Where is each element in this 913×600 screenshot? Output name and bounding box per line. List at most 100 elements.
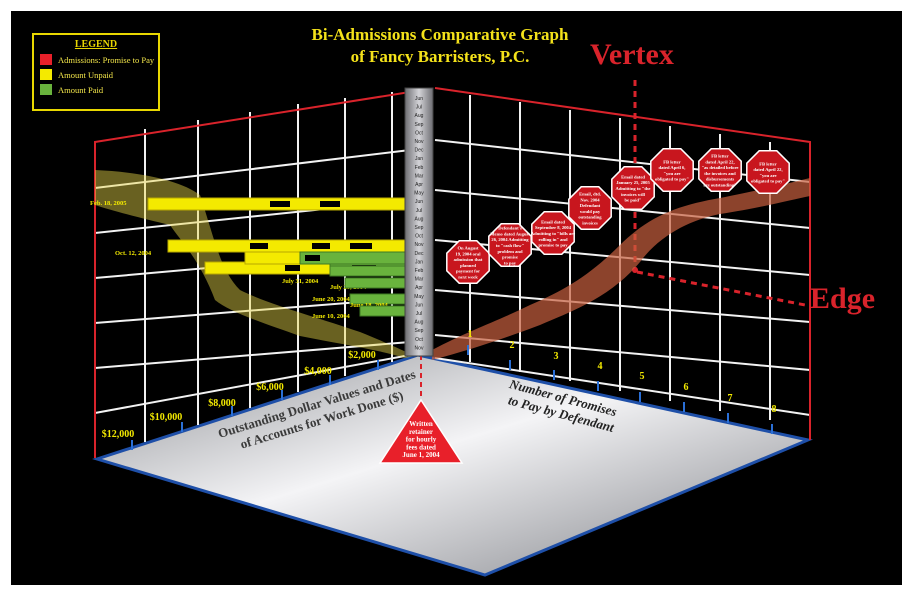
stop-sign-text: Admitting to "bills are (531, 231, 575, 236)
month-label: Sep (415, 122, 424, 128)
stop-sign-text: "you are (663, 171, 680, 176)
stop-sign-text: dated April 22, (705, 159, 734, 164)
stop-sign-text: "you are (759, 173, 776, 178)
legend-item-unpaid: Amount Unpaid (40, 69, 158, 80)
legend-item-paid: Amount Paid (40, 84, 158, 95)
month-label: Mar (415, 277, 424, 283)
bar-gap-1-2 (350, 243, 372, 249)
title-line-1: Bi-Admissions Comparative Graph (311, 25, 569, 44)
bar-gap-2-0 (285, 265, 300, 271)
retainer-text-line: Written (409, 420, 433, 428)
stop-sign-text: Email, dtd. (579, 192, 601, 197)
stop-sign-text: to "cash flow" (496, 243, 525, 248)
stop-sign-text: 26, 2004 Admitting (491, 237, 529, 242)
month-label: Dec (415, 148, 424, 154)
bar-gap-1-0 (250, 243, 268, 249)
stop-sign-text: rolling in" and (538, 237, 567, 242)
month-label: Nov (415, 242, 424, 248)
stop-sign-text: admission that (454, 257, 483, 262)
month-label: Feb (415, 165, 424, 171)
legend-title: LEGEND (74, 39, 118, 50)
stop-sign-text: outstanding (578, 215, 602, 220)
right-tick-label: 8 (772, 404, 777, 415)
left-tick-labels: $2,000$4,000$6,000$8,000$10,000$12,000 (102, 350, 376, 440)
stop-sign (568, 186, 612, 230)
stop-sign-text: problem and (497, 249, 523, 254)
stop-sign-text: be paid" (625, 198, 642, 203)
retainer-triangle (378, 398, 464, 464)
bar-gap-0-1 (320, 201, 340, 207)
bar-paid-7 (359, 305, 406, 317)
bar-paid-4 (329, 265, 406, 277)
stop-sign-text: invoices (582, 221, 598, 226)
stop-sign (650, 148, 694, 192)
month-label: Jan (415, 259, 423, 265)
bar-date-label: June 10, 2004 (312, 313, 350, 320)
bar-date-label: June 20, 2004 (312, 296, 350, 303)
right-tick-label: 1 (468, 329, 473, 340)
month-label: Aug (415, 320, 424, 326)
stop-sign-text: disbursements (706, 177, 735, 182)
title-line-2: of Fancy Barristers, P.C. (350, 47, 530, 66)
stop-sign-text: to pay (504, 260, 517, 265)
stop-sign-text: Defendant (580, 203, 601, 208)
stop-sign-text: FB letter (663, 159, 680, 164)
bar-gap-1-1 (312, 243, 330, 249)
bar-date-label: Feb. 18, 2005 (90, 200, 127, 207)
bar-gap-3-0 (305, 255, 320, 261)
stop-sign-text: next week (458, 275, 478, 280)
stop-sign-text: Admitting to "the (616, 186, 651, 191)
retainer-text-line: for hourly (406, 436, 437, 444)
stop-sign (446, 240, 490, 284)
legend-label: Amount Unpaid (58, 69, 114, 80)
stop-sign-text: would pay (580, 209, 601, 214)
stop-sign-text: January 25, 2005 (616, 180, 650, 185)
stop-sign (698, 148, 742, 192)
left-trend-band (95, 170, 415, 358)
stop-sign-text: are outstanding" (703, 183, 737, 188)
bar-paid-5 (344, 277, 406, 289)
retainer-text-line: retainer (409, 428, 433, 436)
month-label: Apr (415, 182, 423, 188)
month-label: Oct (415, 337, 423, 343)
stop-sign-text: dated April 6, (659, 165, 686, 170)
legend-swatch-green (40, 84, 52, 95)
month-label: Nov (415, 345, 424, 351)
month-label: Apr (415, 285, 423, 291)
floor-plane (91, 353, 813, 577)
month-label: Oct (415, 234, 423, 240)
right-tick-label: 4 (598, 361, 603, 372)
floor-left-ticks (131, 360, 379, 450)
month-label: Aug (415, 113, 424, 119)
month-strip (404, 87, 434, 357)
stop-sign (488, 223, 532, 267)
stop-sign-text: Email dated (541, 219, 565, 224)
right-wall-frame (434, 87, 811, 440)
edge-label: Edge (810, 282, 876, 315)
vertex-label: Vertex (590, 38, 674, 71)
legend-label: Amount Paid (58, 84, 104, 95)
stop-sign-text: planned (460, 263, 476, 268)
right-tick-label: 7 (728, 393, 733, 404)
stop-sign-text: obligated to pay" (751, 179, 785, 184)
chart-title: Bi-Admissions Comparative Graph of Fancy… (280, 24, 600, 68)
stop-sign-text: Nov. 2004 (580, 197, 600, 202)
stop-sign-text: Defendant's (498, 226, 522, 231)
right-tick-label: 6 (684, 382, 689, 393)
stop-sign-text: promise to pay (538, 243, 568, 248)
left-wall-frame (94, 91, 411, 458)
stop-sign-text: Email dated (621, 174, 645, 179)
month-label: Dec (415, 251, 424, 257)
month-label: Jul (416, 208, 422, 214)
bar-gap-0-0 (270, 201, 290, 207)
month-label: Sep (415, 225, 424, 231)
stop-sign-text: the invoices and (704, 171, 736, 176)
bar-date-label: Aug. 31, 2004 (205, 265, 243, 272)
month-label: Jul (416, 105, 422, 111)
floor-right-ticks (467, 345, 773, 434)
legend-box: LEGEND Admissions: Promise to Pay Amount… (32, 33, 160, 111)
